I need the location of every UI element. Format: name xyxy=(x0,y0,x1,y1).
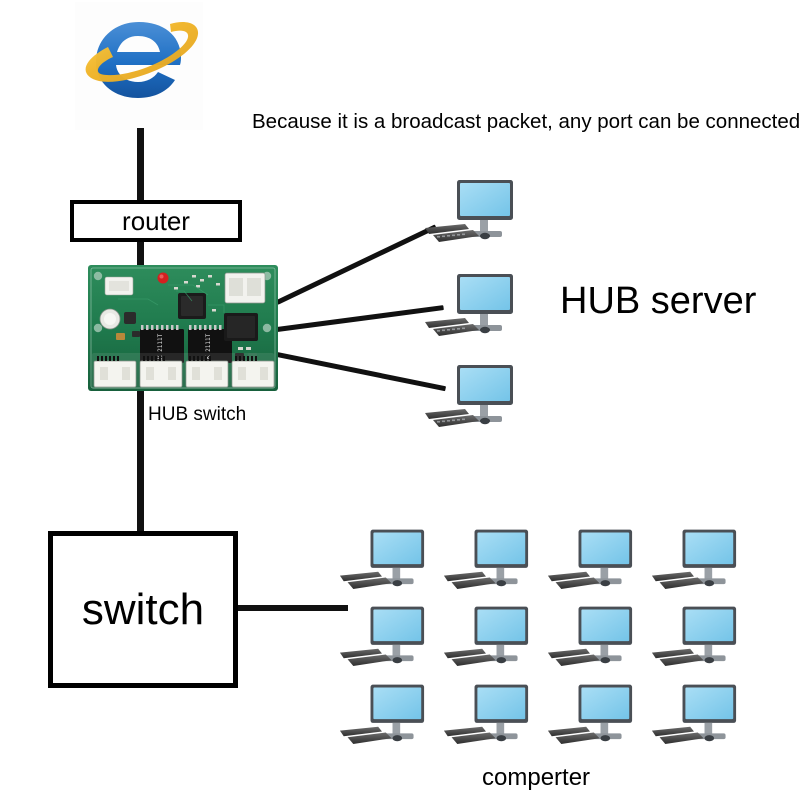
svg-text:SLK 2111T: SLK 2111T xyxy=(205,333,212,366)
server-monitor-2[interactable] xyxy=(423,272,515,352)
wire-hub-to-server-monitor-1 xyxy=(275,224,437,305)
hub-server-label: HUB server xyxy=(560,280,757,322)
switch-label: switch xyxy=(81,584,205,634)
wire-hub-to-server-monitor-2 xyxy=(276,305,444,332)
computer-r2c3[interactable] xyxy=(546,604,634,682)
computer-r3c3[interactable] xyxy=(546,682,634,760)
computer-r1c4[interactable] xyxy=(650,527,738,605)
wire-router-to-hub-switch xyxy=(137,240,144,268)
server-monitor-3[interactable] xyxy=(423,363,515,443)
hub-switch-board[interactable]: SLK 2111T SLK 2111T xyxy=(88,265,278,391)
router-node[interactable]: router xyxy=(70,200,242,242)
svg-text:SLK 2111T: SLK 2111T xyxy=(157,333,164,366)
computer-r1c1[interactable] xyxy=(338,527,426,605)
computer-r2c4[interactable] xyxy=(650,604,738,682)
computer-r3c4[interactable] xyxy=(650,682,738,760)
switch-node[interactable]: switch xyxy=(48,531,238,688)
wire-hub-to-server-monitor-3 xyxy=(276,352,447,392)
computer-r1c3[interactable] xyxy=(546,527,634,605)
hub-switch-label: HUB switch xyxy=(148,404,247,425)
wire-hub-switch-to-switch xyxy=(137,388,144,534)
broadcast-note: Because it is a broadcast packet, any po… xyxy=(252,110,800,133)
computer-r3c1[interactable] xyxy=(338,682,426,760)
computer-r2c2[interactable] xyxy=(442,604,530,682)
router-label: router xyxy=(122,206,190,236)
computer-grid xyxy=(338,527,800,757)
internet-explorer-logo xyxy=(75,2,203,130)
computer-r1c2[interactable] xyxy=(442,527,530,605)
computer-r3c2[interactable] xyxy=(442,682,530,760)
computer-r2c1[interactable] xyxy=(338,604,426,682)
wire-internet-to-router xyxy=(137,128,144,202)
wire-switch-to-computers xyxy=(236,605,348,611)
server-monitor-1[interactable] xyxy=(423,178,515,258)
computers-label: comperter xyxy=(482,764,591,791)
